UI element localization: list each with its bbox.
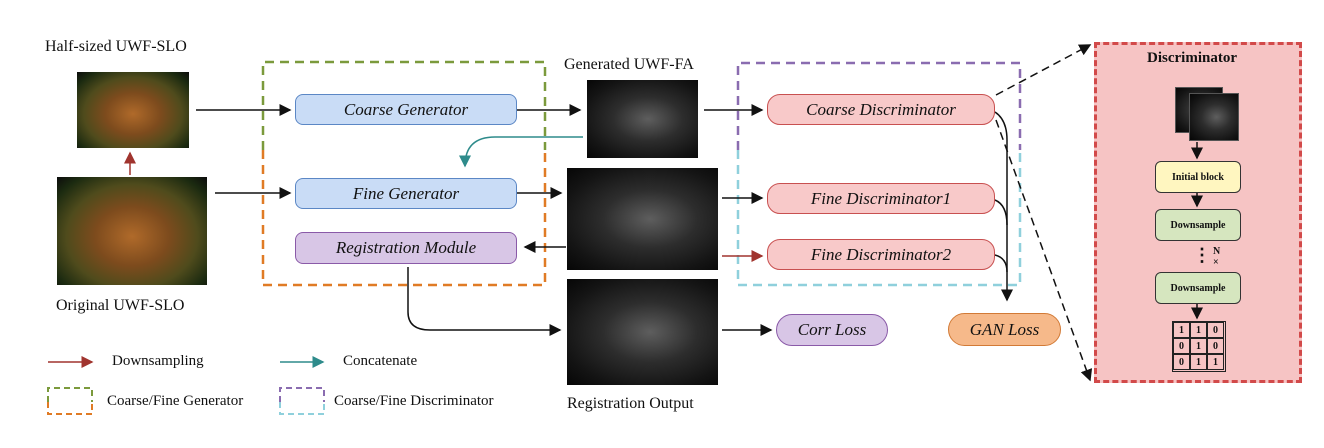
downsample-block-2: Downsample bbox=[1155, 272, 1241, 304]
generated-fa-fine-image bbox=[567, 168, 718, 270]
original-slo-label: Original UWF-SLO bbox=[56, 297, 185, 314]
registration-output-image bbox=[567, 279, 718, 385]
matrix-cell: 0 bbox=[1173, 338, 1190, 354]
gan-loss-box: GAN Loss bbox=[948, 313, 1061, 346]
repeat-times-label: × bbox=[1213, 257, 1219, 268]
legend-discriminator: Coarse/Fine Discriminator bbox=[334, 393, 494, 409]
repeat-n-label: N bbox=[1213, 246, 1221, 257]
discriminator-input-image-front bbox=[1189, 93, 1239, 141]
legend-concatenate: Concatenate bbox=[343, 353, 418, 369]
matrix-cell: 1 bbox=[1190, 322, 1207, 338]
legend-generator: Coarse/Fine Generator bbox=[107, 393, 244, 409]
output-patch-matrix: 1 1 0 0 1 0 0 1 1 bbox=[1172, 321, 1226, 372]
coarse-discriminator-box: Coarse Discriminator bbox=[767, 94, 995, 125]
matrix-cell: 1 bbox=[1190, 338, 1207, 354]
matrix-cell: 0 bbox=[1207, 322, 1224, 338]
half-sized-slo-label: Half-sized UWF-SLO bbox=[45, 38, 187, 55]
generated-fa-coarse-image bbox=[587, 80, 698, 158]
matrix-cell: 0 bbox=[1207, 338, 1224, 354]
fine-discriminator2-box: Fine Discriminator2 bbox=[767, 239, 995, 270]
fine-generator-box: Fine Generator bbox=[295, 178, 517, 209]
matrix-cell: 1 bbox=[1173, 322, 1190, 338]
coarse-generator-box: Coarse Generator bbox=[295, 94, 517, 125]
registration-output-label: Registration Output bbox=[567, 395, 694, 412]
registration-module-box: Registration Module bbox=[295, 232, 517, 264]
matrix-cell: 1 bbox=[1207, 354, 1224, 370]
generated-fa-label: Generated UWF-FA bbox=[564, 56, 694, 73]
discriminator-panel-title: Discriminator bbox=[1147, 50, 1237, 66]
fine-discriminator1-box: Fine Discriminator1 bbox=[767, 183, 995, 214]
legend-downsampling: Downsampling bbox=[112, 353, 204, 369]
matrix-cell: 0 bbox=[1173, 354, 1190, 370]
matrix-cell: 1 bbox=[1190, 354, 1207, 370]
repeat-dots: ⋮ bbox=[1193, 245, 1211, 265]
original-slo-image bbox=[57, 177, 207, 285]
corr-loss-box: Corr Loss bbox=[776, 314, 888, 346]
downsample-block-1: Downsample bbox=[1155, 209, 1241, 241]
half-sized-slo-image bbox=[77, 72, 189, 148]
initial-block: Initial block bbox=[1155, 161, 1241, 193]
